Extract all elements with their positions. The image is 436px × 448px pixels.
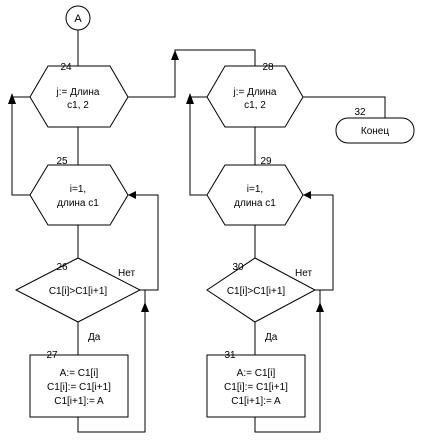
block-28-line-1: j:= Длина	[233, 87, 277, 98]
block-29-line-1: i=1,	[247, 184, 263, 195]
block-25-number: 25	[56, 156, 68, 167]
arrow-up-24-28	[171, 50, 179, 60]
block-32-label: Конец	[361, 126, 389, 137]
edge-label-yes-left: Да	[88, 332, 101, 343]
edge-29-return-28	[189, 96, 207, 196]
block-27-number: 27	[46, 350, 58, 361]
block-31-line-2: C1[i]:= C1[i+1]	[224, 382, 288, 393]
arrow-up-31	[316, 302, 324, 312]
process-block-27	[29, 354, 129, 418]
terminator-block-32	[335, 117, 415, 144]
block-32-number: 32	[354, 107, 366, 118]
block-28-number: 28	[262, 62, 274, 73]
block-27-line-3: C1[i+1]:= A	[54, 396, 104, 407]
edge-label-yes-right: Да	[265, 332, 278, 343]
loop-block-29	[206, 164, 304, 226]
edge-label-no-right: Нет	[295, 268, 312, 279]
block-24-line-2: с1, 2	[67, 100, 89, 111]
block-31-line-3: C1[i+1]:= A	[231, 396, 281, 407]
connector-a-label: A	[74, 13, 82, 25]
block-24-number: 24	[60, 62, 72, 73]
block-26-number: 26	[56, 262, 68, 273]
block-24-line-1: j:= Длина	[56, 87, 100, 98]
block-30-condition: C1[i]>C1[i+1]	[227, 286, 286, 297]
block-27-line-2: C1[i]:= C1[i+1]	[47, 382, 111, 393]
block-29-line-2: длина с1	[234, 198, 276, 209]
block-28-line-2: с1, 2	[244, 100, 266, 111]
block-30-number: 30	[232, 262, 244, 273]
arrow-into-29	[303, 191, 311, 199]
edge-28-32	[303, 96, 386, 118]
edge-25-return-24	[11, 96, 30, 196]
arrow-up-27	[141, 302, 149, 312]
block-31-line-1: A:= C1[i]	[237, 368, 276, 379]
edge-26-no	[128, 194, 159, 291]
edge-31-return	[254, 304, 321, 433]
edge-30-no	[303, 194, 334, 291]
block-26-condition: C1[i]>C1[i+1]	[49, 286, 108, 297]
block-27-line-1: A:= C1[i]	[60, 368, 99, 379]
arrow-up-right-28	[186, 93, 194, 104]
block-29-number: 29	[260, 156, 272, 167]
block-25-line-2: длина с1	[57, 198, 99, 209]
block-25-line-1: i=1,	[70, 184, 86, 195]
edge-27-return	[77, 304, 146, 433]
arrow-up-left-24	[8, 93, 16, 104]
block-31-number: 31	[224, 350, 236, 361]
edge-label-no-left: Нет	[118, 268, 135, 279]
arrow-into-25	[128, 191, 136, 199]
process-block-31	[206, 354, 306, 418]
loop-block-25	[29, 164, 129, 226]
